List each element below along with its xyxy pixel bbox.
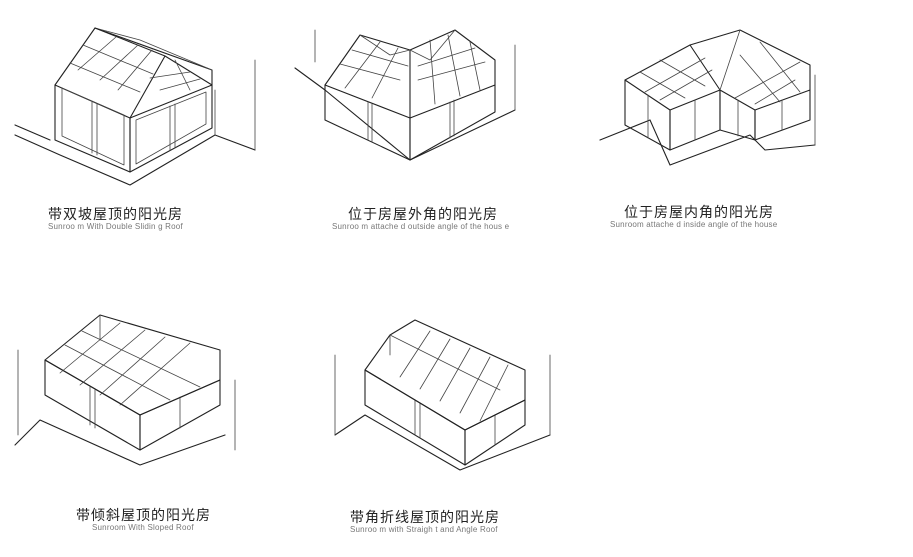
panel-title-en: Sunroo m attache d outside angle of the … [332, 222, 510, 231]
panel-title-en: Sunroo m with Straigh t and Angle Roof [350, 525, 498, 534]
panel-double-sloped-roof: 带双坡屋顶的阳光房 Sunroo m With Double Slidin g … [0, 0, 300, 250]
panel-sloped-roof: 带倾斜屋顶的阳光房 Sunroom With Sloped Roof [0, 295, 300, 557]
straight-angle-roof-sunroom-drawing [334, 319, 551, 471]
panel-title-zh: 带倾斜屋顶的阳光房 [76, 508, 211, 524]
outside-corner-sunroom-drawing [294, 29, 516, 161]
panel-title-zh: 位于房屋内角的阳光房 [624, 205, 774, 221]
panel-outside-corner: 位于房屋外角的阳光房 Sunroo m attache d outside an… [290, 0, 590, 250]
panel-title-zh: 位于房屋外角的阳光房 [348, 207, 498, 223]
panel-straight-angle-roof: 带角折线屋顶的阳光房 Sunroo m with Straigh t and A… [320, 295, 620, 557]
panel-title-en: Sunroom With Sloped Roof [92, 523, 194, 532]
inside-corner-sunroom-drawing [599, 29, 816, 166]
double-sloped-roof-sunroom-drawing [14, 27, 256, 186]
panel-title-zh: 带双坡屋顶的阳光房 [48, 207, 183, 223]
panel-title-en: Sunroo m With Double Slidin g Roof [48, 222, 183, 231]
panel-inside-corner: 位于房屋内角的阳光房 Sunroom attache d inside angl… [590, 0, 913, 250]
sloped-roof-sunroom-drawing [14, 314, 236, 466]
panel-title-zh: 带角折线屋顶的阳光房 [350, 510, 500, 526]
panel-title-en: Sunroom attache d inside angle of the ho… [610, 220, 778, 229]
